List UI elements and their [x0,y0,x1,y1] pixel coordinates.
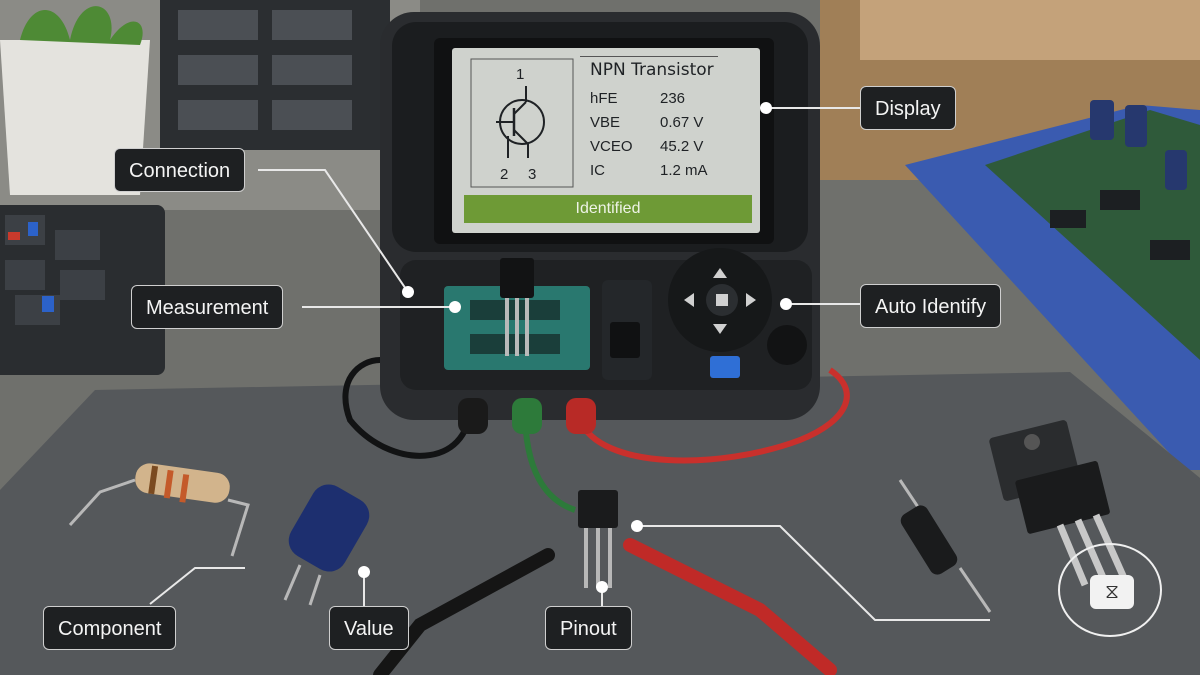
pin-label-3: 3 [528,166,537,183]
callout-auto-identify: Auto Identify [860,284,1002,328]
param-label: IC [590,162,605,179]
component-type: NPN Transistor [590,60,714,80]
param-value: 1.2 mA [660,162,708,179]
param-row-ic: IC 1.2 mA [590,162,708,179]
callout-pinout: Pinout [545,606,632,650]
badge-glyph-icon: ⧖ [1090,575,1134,609]
plant-pot [0,40,150,195]
circuit-board [985,110,1200,360]
param-row-vceo: VCEO 45.2 V [590,138,703,155]
leader-lines [149,107,990,621]
param-label: VBE [590,114,621,131]
logo-badge-icon: ⧖ [1058,543,1162,637]
lcd-display: 1 2 3 NPN Transistor hFE 236 VBE 0.67 V VC… [452,48,760,233]
pin-label-1: 1 [516,66,525,83]
callout-display: Display [860,86,956,130]
status-bar: Identified [464,195,752,223]
param-value: 0.67 V [660,114,704,131]
red-probe [623,538,837,675]
blue-button [710,356,740,378]
transistor-in-socket [500,258,534,298]
diode [900,505,958,575]
leader-dots [358,102,792,593]
callout-component: Component [43,606,177,650]
callout-connection: Connection [114,148,246,192]
param-value: 236 [660,90,686,107]
plant-leaves [20,6,143,45]
pin-label-2: 2 [500,166,509,183]
param-row-hfe: hFE 236 [590,90,685,107]
callout-value: Value [329,606,409,650]
transistor-symbol-icon [470,58,574,188]
param-row-vbe: VBE 0.67 V [590,114,703,131]
callout-measurement: Measurement [131,285,284,329]
transistor-under-test [578,490,618,528]
black-probe [373,548,555,675]
param-value: 45.2 V [660,138,704,155]
param-label: hFE [590,90,618,107]
capacitor [288,484,370,572]
param-label: VCEO [590,138,633,155]
